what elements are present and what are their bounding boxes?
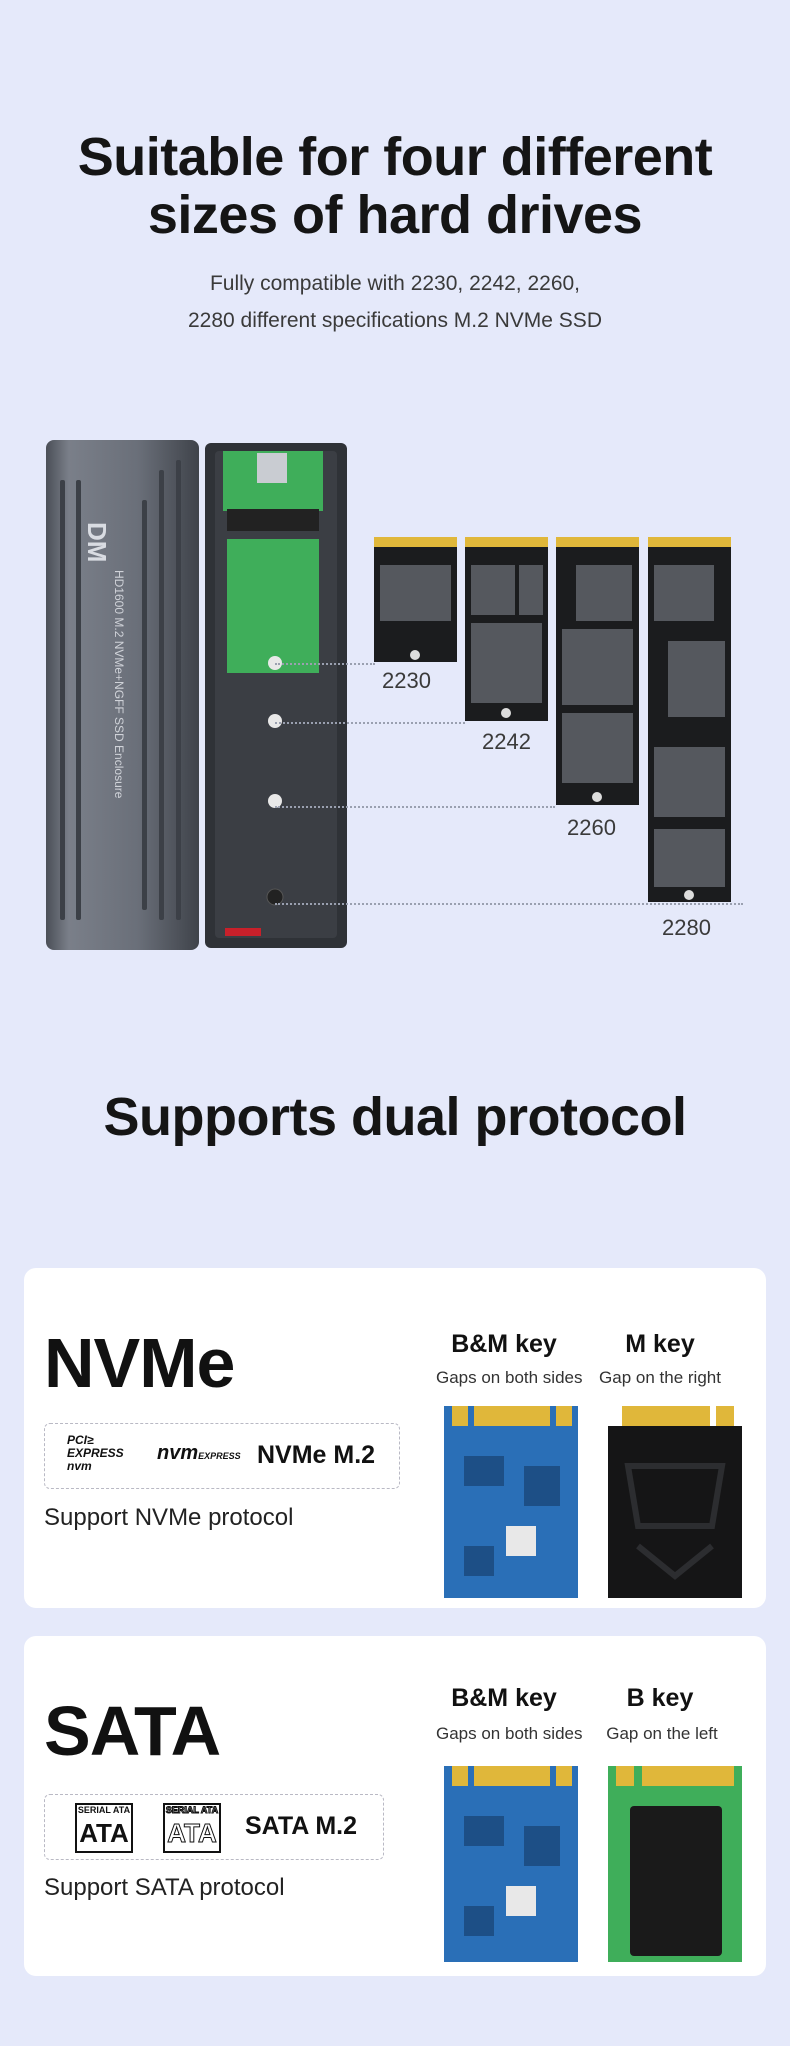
- sata-support-text: Support SATA protocol: [44, 1874, 285, 1901]
- guide-line-2280: [275, 903, 743, 905]
- sata-bm-key-board: [444, 1766, 578, 1962]
- nvme-title: NVMe: [44, 1324, 235, 1402]
- size-label-2260: 2260: [567, 815, 616, 840]
- nvm-express-logo: nvmEXPRESS: [157, 1442, 241, 1464]
- size-label-2230: 2230: [382, 668, 431, 693]
- nvme-m2-label: NVMe M.2: [257, 1441, 376, 1469]
- size-label-2242: 2242: [482, 729, 531, 754]
- nvme-m-key-board: [608, 1406, 742, 1598]
- sata-b-key-board: [608, 1766, 742, 1962]
- nvme-key1-title: B&M key: [451, 1330, 557, 1358]
- size-label-2280: 2280: [662, 915, 711, 940]
- sata-key1-title: B&M key: [451, 1684, 557, 1712]
- sata-key2-sub: Gap on the left: [606, 1724, 718, 1743]
- section-title-line2: sizes of hard drives: [147, 185, 643, 245]
- section-subtitle-line2: 2280 different specifications M.2 NVMe S…: [188, 309, 602, 332]
- sata-key2-title: B key: [626, 1684, 694, 1712]
- nvme-support-text: Support NVMe protocol: [44, 1504, 294, 1531]
- nvme-key1-sub: Gaps on both sides: [436, 1368, 583, 1387]
- ssd-2260: [556, 537, 639, 805]
- ssd-2230: [374, 537, 457, 662]
- guide-line-2242: [275, 722, 465, 724]
- nvme-key2-sub: Gap on the right: [599, 1368, 721, 1387]
- guide-line-2260: [275, 806, 555, 808]
- protocol-section-title: Supports dual protocol: [103, 1087, 687, 1147]
- sata-title: SATA: [44, 1692, 221, 1770]
- section-title-line1: Suitable for four different: [77, 127, 713, 187]
- enclosure-tray: [205, 443, 347, 948]
- enclosure-logo: DM: [82, 522, 112, 563]
- ssd-2242: [465, 537, 548, 721]
- enclosure-label: HD1600 M.2 NVMe+NGFF SSD Enclosure: [112, 570, 126, 799]
- section-subtitle-line1: Fully compatible with 2230, 2242, 2260,: [209, 272, 581, 295]
- guide-line-2230: [275, 663, 375, 665]
- sata-m2-label: SATA M.2: [245, 1812, 358, 1840]
- nvme-key2-title: M key: [625, 1330, 695, 1358]
- enclosure-shell: [46, 440, 199, 950]
- nvme-bm-key-board: [444, 1406, 578, 1598]
- sata-key1-sub: Gaps on both sides: [436, 1724, 583, 1743]
- ssd-2280: [648, 537, 731, 902]
